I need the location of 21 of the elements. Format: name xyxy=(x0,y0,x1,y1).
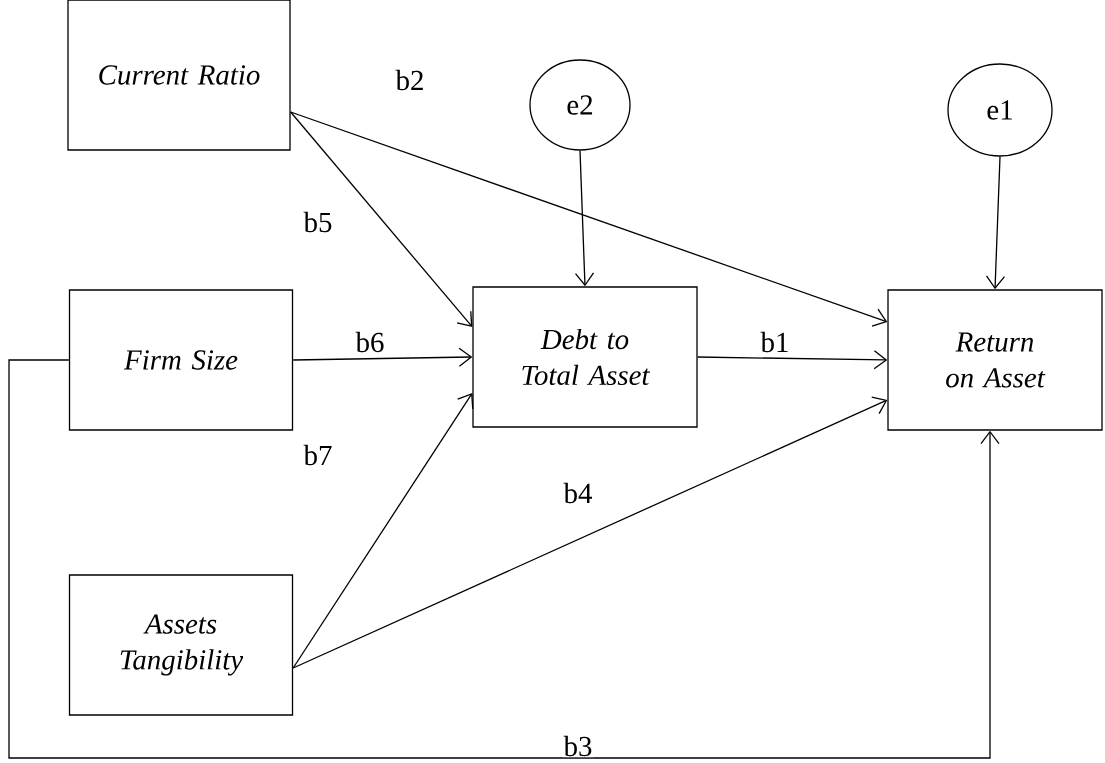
arrow xyxy=(697,350,888,370)
arrow xyxy=(292,347,473,367)
arrow xyxy=(8,359,1000,759)
edge-label: b5 xyxy=(302,210,334,234)
variable-box: Debt to Total Asset xyxy=(472,286,698,428)
edge-label: b3 xyxy=(562,734,594,758)
variable-box: Firm Size xyxy=(68,289,294,431)
edge-label: b4 xyxy=(562,481,594,505)
edge-label: b2 xyxy=(394,68,426,92)
variable-box: Current Ratio xyxy=(67,0,291,151)
variable-box: Assets Tangibility xyxy=(68,574,294,716)
arrow xyxy=(574,150,595,287)
variable-box: Return on Asset xyxy=(887,289,1103,431)
arrow xyxy=(985,156,1006,290)
edge-label: b6 xyxy=(354,330,386,354)
arrow xyxy=(290,111,888,327)
edge-label: b7 xyxy=(302,443,334,467)
arrow xyxy=(292,396,888,669)
arrow xyxy=(292,393,474,669)
arrow xyxy=(290,111,473,327)
edge-label: b1 xyxy=(759,330,791,354)
